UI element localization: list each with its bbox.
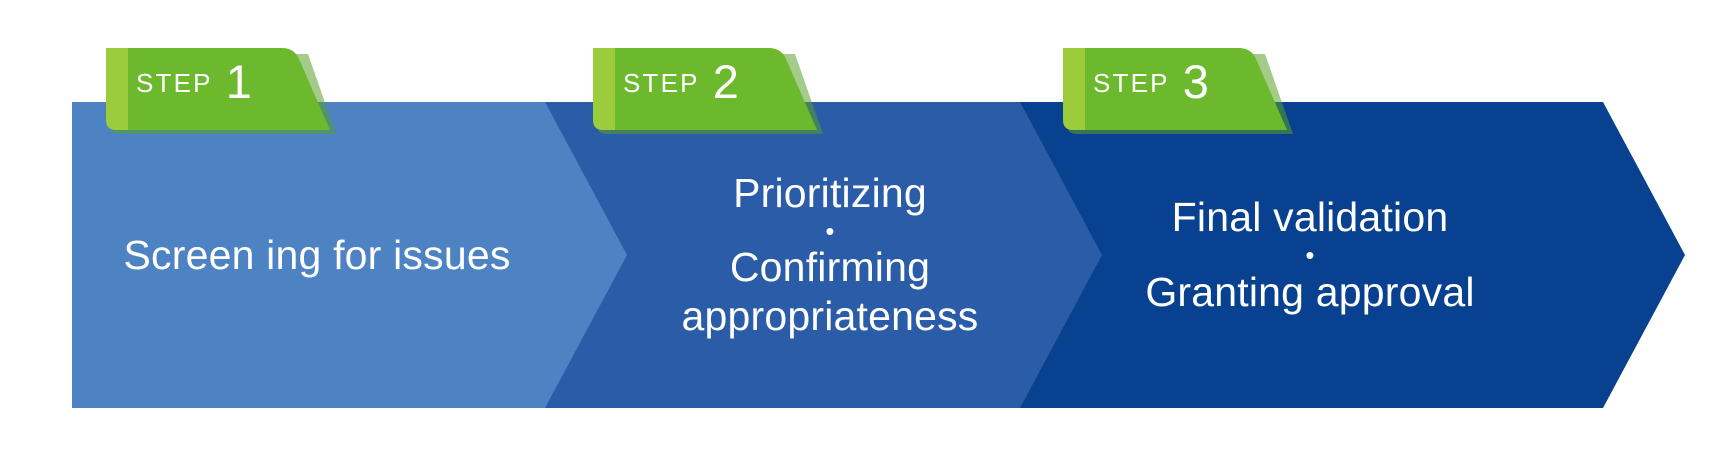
step-1-badge-label: STEP 1 — [96, 38, 252, 130]
step-2-badge-label: STEP 2 — [583, 38, 739, 130]
step-2-separator-bullet: • — [825, 215, 835, 246]
step-1-text-block: Screen ing for issues — [78, 102, 556, 408]
step-3-badge-label: STEP 3 — [1053, 38, 1209, 130]
step-2-text-block: Prioritizing • Confirming appropriatenes… — [620, 102, 1040, 408]
step-2-line-1: Prioritizing — [733, 170, 927, 217]
step-3-text-block: Final validation • Granting approval — [1080, 102, 1540, 408]
step-2-badge-word: STEP — [623, 67, 700, 98]
step-2-badge[interactable]: STEP 2 — [583, 38, 833, 134]
step-1-line-1: Screen ing for issues — [123, 231, 511, 278]
step-3-separator-bullet: • — [1305, 240, 1315, 271]
step-2-line-2: Confirming — [729, 244, 931, 291]
step-1-badge-shape — [106, 48, 336, 134]
step-3-line-1: Final validation — [1171, 194, 1449, 241]
step-3-badge-word: STEP — [1093, 67, 1170, 98]
step-2-badge-number: 2 — [712, 55, 739, 108]
step-3-badge-shape — [1063, 48, 1293, 134]
step-3-badge[interactable]: STEP 3 — [1053, 38, 1303, 134]
step-1-badge[interactable]: STEP 1 — [96, 38, 346, 134]
step-3-badge-number: 3 — [1182, 55, 1209, 108]
step-1-badge-number: 1 — [225, 55, 252, 108]
step-2-line-3: appropriateness — [681, 293, 979, 340]
step-3-line-2: Granting approval — [1145, 268, 1475, 315]
step-1-badge-word: STEP — [136, 67, 213, 98]
step-2-badge-shape — [593, 48, 823, 134]
